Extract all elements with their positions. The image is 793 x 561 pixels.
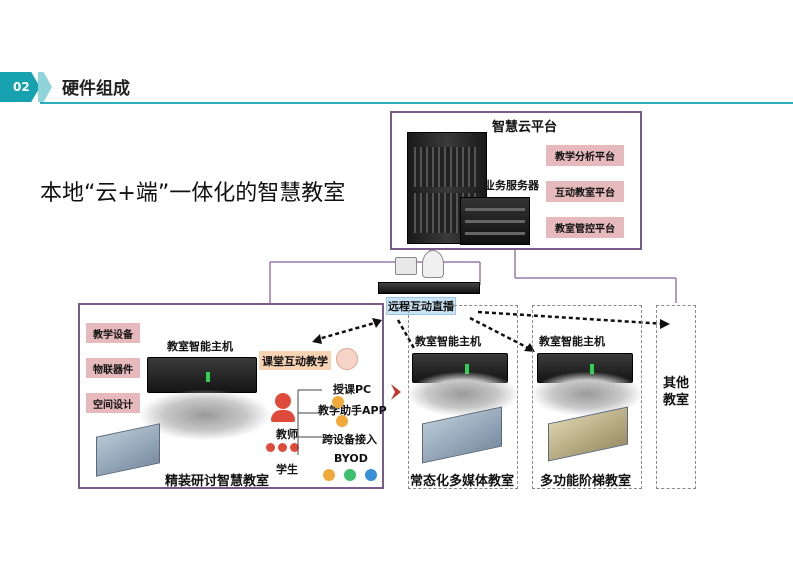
laptop-icon [365, 469, 378, 481]
interaction-arrow-lecture [469, 316, 533, 352]
arrowhead-2 [372, 318, 382, 328]
premium-host-label: 教室智能主机 [167, 340, 233, 353]
cloud-platform-box [390, 111, 642, 250]
tablet-icon [323, 469, 335, 481]
interaction-arrow-other [477, 310, 667, 326]
normal-host-label: 教室智能主机 [415, 335, 481, 348]
section-number: 02 [13, 80, 30, 94]
podium-icon [336, 348, 358, 370]
phone-icon [344, 469, 357, 481]
pc-icons [332, 393, 362, 427]
teacher-icon [275, 393, 291, 409]
teacher-label: 教师 [276, 428, 298, 441]
slide-subtitle: 本地“云+端”一体化的智慧教室 [40, 181, 346, 206]
platform-interactive-classroom: 互动教室平台 [546, 181, 624, 202]
interaction-arrow-left [314, 320, 379, 342]
tag-iot-devices: 物联器件 [86, 358, 140, 378]
platform-classroom-control: 教室管控平台 [546, 217, 624, 238]
other-room-box [656, 305, 696, 489]
pc-icon [332, 396, 344, 408]
header-divider [40, 102, 793, 104]
server-label: 业务服务器 [484, 179, 539, 192]
ptz-camera-icon [422, 250, 444, 278]
red-chevron-icon [391, 384, 401, 400]
lecture-room-label: 多功能阶梯教室 [540, 474, 632, 489]
app-icon [336, 415, 348, 427]
feature-cross-device: 跨设备接入 [322, 433, 377, 446]
tag-space-design: 空间设计 [86, 393, 140, 413]
cloud-platform-title: 智慧云平台 [492, 120, 558, 135]
feature-teaching-pc: 授课PC [333, 383, 372, 396]
feature-bracket [297, 389, 322, 455]
camera-icon [395, 257, 417, 275]
interaction-arrow-down [396, 319, 417, 351]
students-icon [266, 443, 300, 459]
page-title: 硬件组成 [62, 79, 130, 99]
normal-room-label: 常态化多媒体教室 [410, 474, 515, 489]
premium-room-label: 精装研讨智慧教室 [165, 474, 270, 489]
other-room-label: 其他教室 [663, 376, 690, 408]
teacher-body-icon [271, 410, 295, 422]
section-number-badge: 02 [0, 72, 40, 102]
interaction-teaching-label: 课堂互动教学 [259, 351, 331, 370]
server-chassis-icon [460, 197, 530, 245]
encoder-device-icon [378, 282, 480, 294]
premium-room-box [78, 303, 384, 489]
student-label: 学生 [276, 463, 298, 476]
arrowhead-1 [312, 334, 322, 344]
feature-byod: BYOD [334, 452, 368, 465]
remote-live-label: 远程互动直播 [386, 297, 456, 315]
tag-teaching-equipment: 教学设备 [86, 323, 140, 343]
blurred-device-image [140, 390, 270, 440]
platform-teaching-analysis: 教学分析平台 [546, 145, 624, 166]
byod-device-icons [323, 466, 379, 481]
arrowhead-4 [660, 319, 670, 329]
premium-host-device [147, 357, 257, 393]
lecture-host-label: 教室智能主机 [539, 335, 605, 348]
